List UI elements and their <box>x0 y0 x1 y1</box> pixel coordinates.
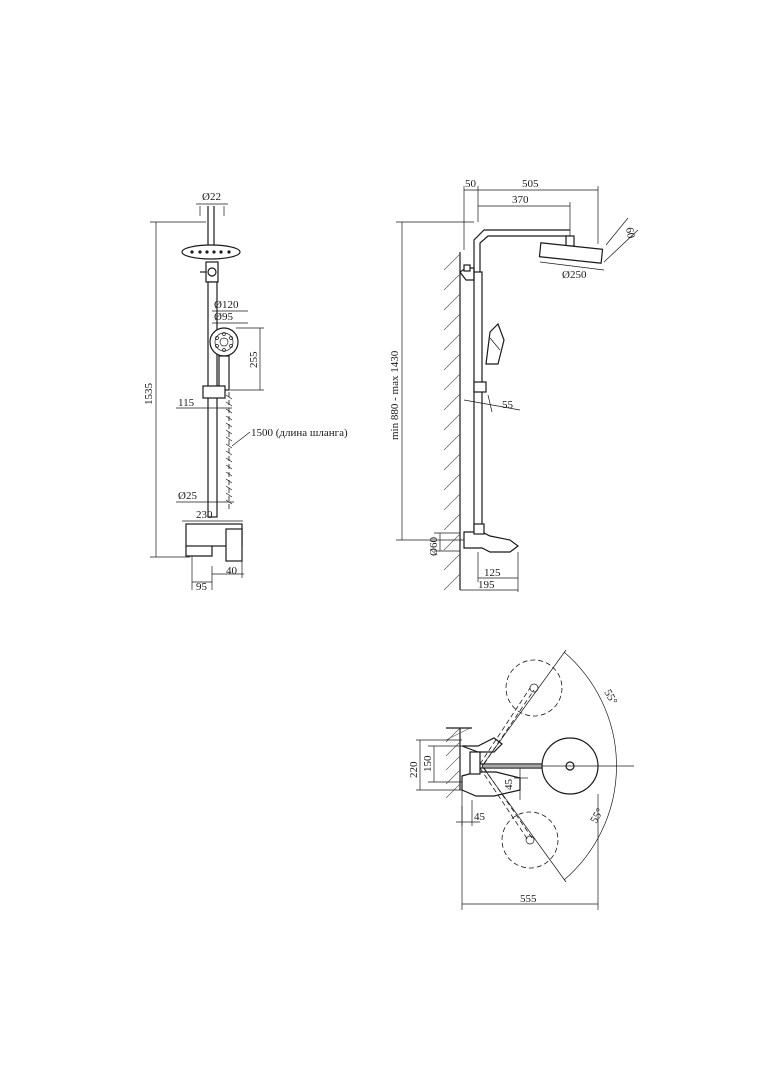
dim-height-range: min 880 - max 1430 <box>389 350 401 440</box>
dim-angle-upper: 55° <box>601 688 619 707</box>
dim-mixer-right: 40 <box>226 565 238 577</box>
dim-mixer-width: 230 <box>196 509 213 521</box>
dim-wall-offset: 50 <box>465 178 477 190</box>
dim-top-diameter: Ø22 <box>202 191 221 203</box>
dim-angle-lower: 55° <box>588 806 606 825</box>
dim-arm: 370 <box>512 194 529 206</box>
dim-holder-offset: 115 <box>178 397 195 409</box>
slide-bar-side <box>473 271 483 531</box>
dim-arm-total: 505 <box>522 178 539 190</box>
dim-handshower-height: 255 <box>248 351 260 368</box>
dim-plate-outer: 220 <box>408 761 420 778</box>
dim-head-thickness: 60 <box>623 226 637 239</box>
dim-head-diameter: Ø250 <box>562 269 587 281</box>
dim-handshower-outer: Ø120 <box>214 299 239 311</box>
hand-shower-holder <box>202 385 226 399</box>
side-view: 50 505 370 Ø250 60 min 880 - max 1430 55 <box>389 178 639 592</box>
dim-total-height: 1535 <box>143 383 155 406</box>
dim-reach: 555 <box>520 893 537 905</box>
dim-hose-length: 1500 (длина шланга) <box>251 427 348 439</box>
shower-head-rotated-lower <box>501 811 559 869</box>
dim-handshower-inner: Ø95 <box>214 311 233 323</box>
dim-plate-inner: 150 <box>422 755 434 772</box>
mixer-body-side <box>463 531 519 553</box>
dim-base: 195 <box>478 579 495 591</box>
wall-hatch <box>443 252 461 591</box>
dim-mixer-left: 95 <box>196 581 208 593</box>
shower-head-rotated-upper <box>505 659 563 717</box>
dim-spout: 125 <box>484 567 501 579</box>
shower-nozzles <box>190 250 231 254</box>
slide-bar-front <box>207 281 218 518</box>
shower-arm <box>473 229 570 272</box>
dim-pipe-diameter: Ø60 <box>428 537 440 556</box>
dim-side-lower: 45 <box>474 811 486 823</box>
dim-side-upper: 45 <box>503 779 515 791</box>
dim-holder: 55 <box>502 399 514 411</box>
top-view: 220 150 55° 55° 45 <box>408 649 634 910</box>
shower-head-front <box>181 244 241 260</box>
shower-head-side <box>538 242 604 264</box>
dim-bar-diameter: Ø25 <box>178 490 197 502</box>
front-view: Ø22 1535 Ø120 Ø95 <box>143 191 348 593</box>
